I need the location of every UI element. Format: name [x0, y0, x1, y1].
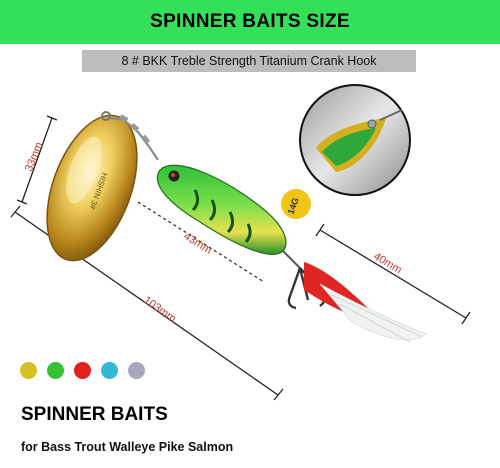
- subtitle-text: 8 # BKK Treble Strength Titanium Crank H…: [121, 54, 377, 68]
- color-swatch-blue: [101, 362, 118, 379]
- color-swatch-yellow: [20, 362, 37, 379]
- feather-tail: [304, 262, 427, 343]
- weight-badge: 14G: [281, 189, 311, 219]
- header-banner: SPINNER BAITS SIZE: [0, 0, 500, 44]
- total-length-label: 103mm: [141, 294, 178, 325]
- swivel: [101, 111, 159, 161]
- detail-inset: [299, 84, 411, 196]
- spinner-blade: HISHIN 3#: [46, 114, 138, 262]
- color-swatch-gray: [128, 362, 145, 379]
- hook-length-label: 40mm: [371, 250, 403, 276]
- color-options: [20, 362, 145, 379]
- page-title: SPINNER BAITS SIZE: [150, 11, 350, 32]
- product-title: SPINNER BAITS: [21, 404, 168, 425]
- subtitle-bar: 8 # BKK Treble Strength Titanium Crank H…: [82, 50, 416, 72]
- blade-width-label: 33mm: [23, 140, 46, 173]
- product-tagline: for Bass Trout Walleye Pike Salmon: [21, 440, 234, 454]
- body-length-label: 43mm: [181, 230, 213, 256]
- color-swatch-green: [47, 362, 64, 379]
- lure-body: [156, 164, 287, 255]
- color-swatch-red: [74, 362, 91, 379]
